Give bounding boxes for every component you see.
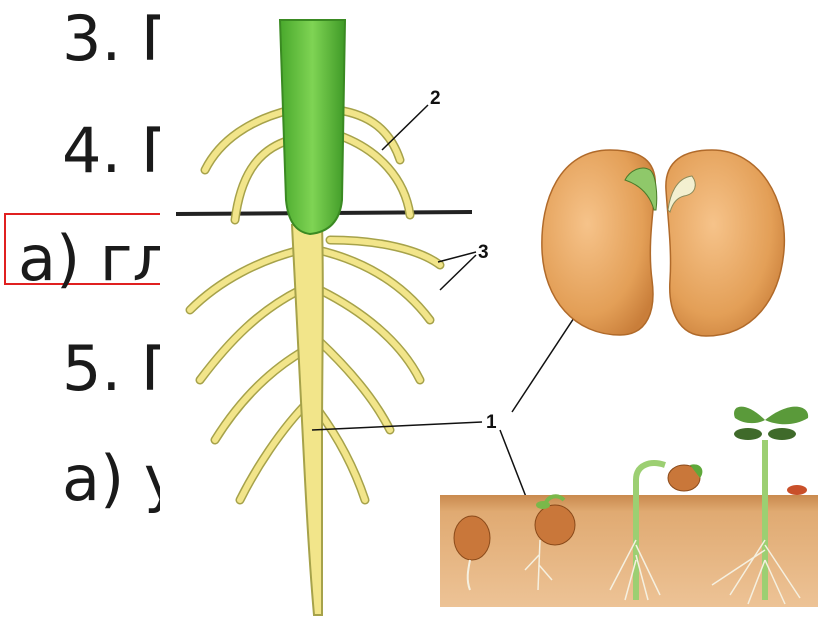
plant-stem: [280, 20, 345, 234]
label-3: 3: [478, 242, 489, 263]
label-1: 1: [486, 412, 497, 433]
label-2: 2: [430, 88, 441, 109]
